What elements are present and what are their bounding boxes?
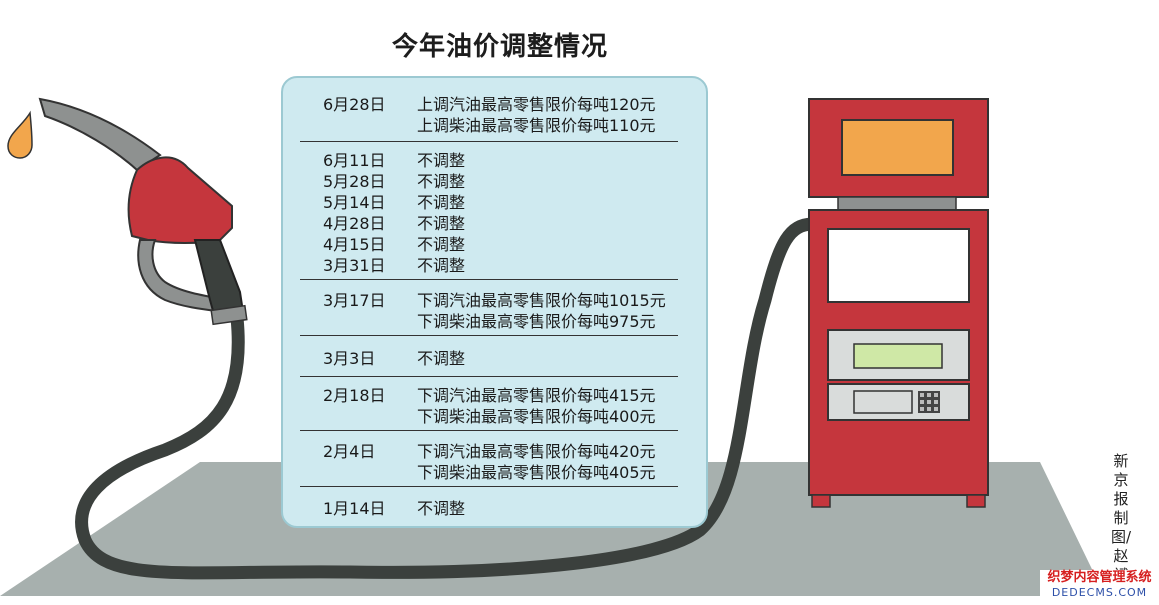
list-item: 下调柴油最高零售限价每吨975元 xyxy=(301,309,676,331)
nozzle-spout xyxy=(38,97,162,172)
adjustment-text: 下调汽油最高零售限价每吨420元 xyxy=(417,441,656,461)
pump-foot-left xyxy=(811,494,831,508)
list-item: 下调柴油最高零售限价每吨405元 xyxy=(301,460,676,482)
adjustment-text: 不调整 xyxy=(417,498,466,518)
adjustment-text: 不调整 xyxy=(417,171,466,191)
adjustment-text: 上调汽油最高零售限价每吨120元 xyxy=(417,94,656,114)
page-title: 今年油价调整情况 xyxy=(391,32,608,62)
price-adjustment-panel: 6月28日 上调汽油最高零售限价每吨120元 上调柴油最高零售限价每吨110元 6… xyxy=(281,76,708,528)
divider xyxy=(300,279,678,280)
credit-text: 新京报制图/赵斌 xyxy=(1111,452,1132,584)
adjustment-group: 2月18日 下调汽油最高零售限价每吨415元 下调柴油最高零售限价每吨400元 xyxy=(301,383,676,426)
adjustment-text: 不调整 xyxy=(417,255,466,275)
date-label: 5月14日 xyxy=(323,192,386,212)
adjustment-text: 下调柴油最高零售限价每吨400元 xyxy=(417,406,656,426)
date-label: 4月28日 xyxy=(323,213,386,233)
divider xyxy=(300,141,678,142)
list-item: 5月14日 不调整 xyxy=(301,190,676,212)
date-label: 1月14日 xyxy=(323,498,386,518)
list-item: 2月18日 下调汽油最高零售限价每吨415元 xyxy=(301,383,676,405)
list-item: 5月28日 不调整 xyxy=(301,169,676,191)
handle-cap xyxy=(210,304,248,326)
date-label: 6月11日 xyxy=(323,150,386,170)
watermark-line-2: DEDECMS.COM xyxy=(1051,586,1148,599)
date-label: 3月31日 xyxy=(323,255,386,275)
divider xyxy=(300,430,678,431)
list-item: 3月31日 不调整 xyxy=(301,253,676,275)
watermark-line-1: 织梦内容管理系统 xyxy=(1047,570,1152,585)
adjustment-text: 下调柴油最高零售限价每吨405元 xyxy=(417,462,656,482)
adjustment-text: 下调汽油最高零售限价每吨415元 xyxy=(417,385,656,405)
list-item: 3月3日 不调整 xyxy=(301,346,676,368)
adjustment-text: 不调整 xyxy=(417,348,466,368)
pump-display xyxy=(853,343,943,369)
adjustment-text: 上调柴油最高零售限价每吨110元 xyxy=(417,115,656,135)
nozzle-grip xyxy=(127,156,233,244)
hose xyxy=(75,217,819,580)
list-item: 6月11日 不调整 xyxy=(301,148,676,170)
pump-sign-panel xyxy=(841,119,954,176)
watermark: 织梦内容管理系统 DEDECMS.COM xyxy=(1040,570,1159,602)
adjustment-text: 下调汽油最高零售限价每吨1015元 xyxy=(417,290,666,310)
keypad-icon xyxy=(918,391,940,413)
adjustment-text: 下调柴油最高零售限价每吨975元 xyxy=(417,311,656,331)
adjustment-group: 3月3日 不调整 xyxy=(301,346,676,368)
date-label: 3月3日 xyxy=(323,348,376,368)
adjustment-text: 不调整 xyxy=(417,150,466,170)
list-item: 3月17日 下调汽油最高零售限价每吨1015元 xyxy=(301,288,676,310)
adjustment-group: 3月17日 下调汽油最高零售限价每吨1015元 下调柴油最高零售限价每吨975元 xyxy=(301,288,676,331)
list-item: 下调柴油最高零售限价每吨400元 xyxy=(301,404,676,426)
adjustment-group: 1月14日 不调整 xyxy=(301,496,676,518)
date-label: 2月4日 xyxy=(323,441,376,461)
list-item: 6月28日 上调汽油最高零售限价每吨120元 xyxy=(301,92,676,114)
divider xyxy=(300,486,678,487)
adjustment-group: 6月28日 上调汽油最高零售限价每吨120元 上调柴油最高零售限价每吨110元 xyxy=(301,92,676,135)
date-label: 5月28日 xyxy=(323,171,386,191)
date-label: 4月15日 xyxy=(323,234,386,254)
pump-screen xyxy=(827,228,970,303)
divider xyxy=(300,376,678,377)
list-item: 4月28日 不调整 xyxy=(301,211,676,233)
adjustment-group: 6月11日不调整 5月28日不调整 5月14日不调整 4月28日不调整 4月15… xyxy=(301,148,676,275)
list-item: 上调柴油最高零售限价每吨110元 xyxy=(301,113,676,135)
pump-foot-right xyxy=(966,494,986,508)
date-label: 6月28日 xyxy=(323,94,386,114)
date-label: 3月17日 xyxy=(323,290,386,310)
date-label: 2月18日 xyxy=(323,385,386,405)
fuel-drop-icon xyxy=(7,110,33,159)
adjustment-text: 不调整 xyxy=(417,213,466,233)
adjustment-text: 不调整 xyxy=(417,192,466,212)
list-item: 2月4日 下调汽油最高零售限价每吨420元 xyxy=(301,439,676,461)
list-item: 1月14日 不调整 xyxy=(301,496,676,518)
adjustment-text: 不调整 xyxy=(417,234,466,254)
divider xyxy=(300,335,678,336)
pump-neck xyxy=(837,196,957,211)
pump-card-slot xyxy=(853,390,913,414)
adjustment-group: 2月4日 下调汽油最高零售限价每吨420元 下调柴油最高零售限价每吨405元 xyxy=(301,439,676,482)
list-item: 4月15日 不调整 xyxy=(301,232,676,254)
